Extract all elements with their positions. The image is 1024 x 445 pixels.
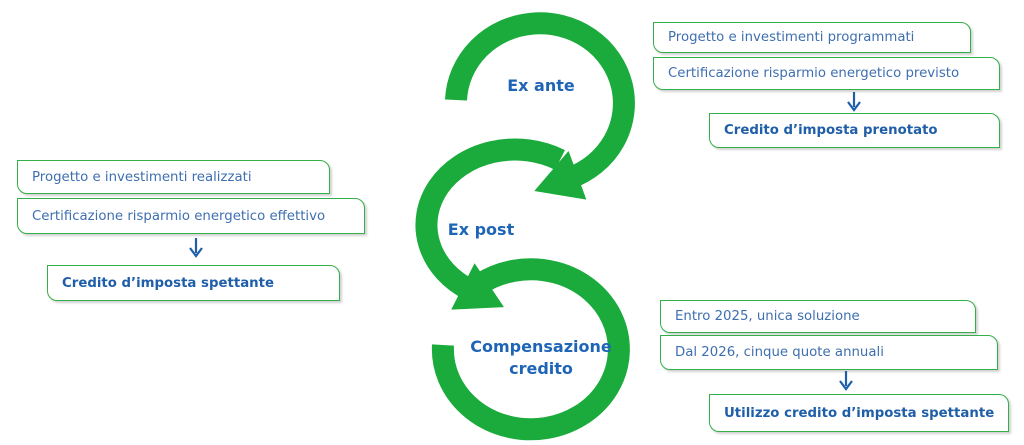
stage-label-compensazione: Compensazione credito bbox=[456, 336, 626, 380]
down-arrow-icon bbox=[847, 92, 861, 112]
ex-ante-item-certificazione: Certificazione risparmio energetico prev… bbox=[653, 57, 1000, 90]
ex-post-item-progetto: Progetto e investimenti realizzati bbox=[17, 160, 330, 194]
stage-label-ex-post: Ex post bbox=[447, 220, 515, 239]
compensazione-result-utilizzo-credito: Utilizzo credito d’imposta spettante bbox=[709, 394, 1009, 432]
compensazione-item-entro-2025: Entro 2025, unica soluzione bbox=[660, 300, 976, 333]
stage-label-compensazione-line2: credito bbox=[509, 359, 573, 378]
ex-ante-result-credito-prenotato: Credito d’imposta prenotato bbox=[709, 113, 1000, 148]
ex-ante-item-progetto: Progetto e investimenti programmati bbox=[653, 22, 971, 53]
ex-post-cycle-arrow bbox=[415, 138, 565, 310]
ex-post-item-certificazione: Certificazione risparmio energetico effe… bbox=[17, 198, 365, 234]
stage-label-compensazione-line1: Compensazione bbox=[470, 337, 612, 356]
down-arrow-icon bbox=[839, 371, 853, 391]
down-arrow-icon bbox=[189, 238, 203, 258]
stage-label-ex-ante: Ex ante bbox=[507, 76, 575, 95]
ex-ante-cycle-arrow bbox=[445, 12, 635, 200]
compensazione-cycle-arrow bbox=[431, 258, 630, 441]
ex-post-result-credito-spettante: Credito d’imposta spettante bbox=[47, 265, 340, 301]
compensazione-item-dal-2026: Dal 2026, cinque quote annuali bbox=[660, 335, 998, 370]
